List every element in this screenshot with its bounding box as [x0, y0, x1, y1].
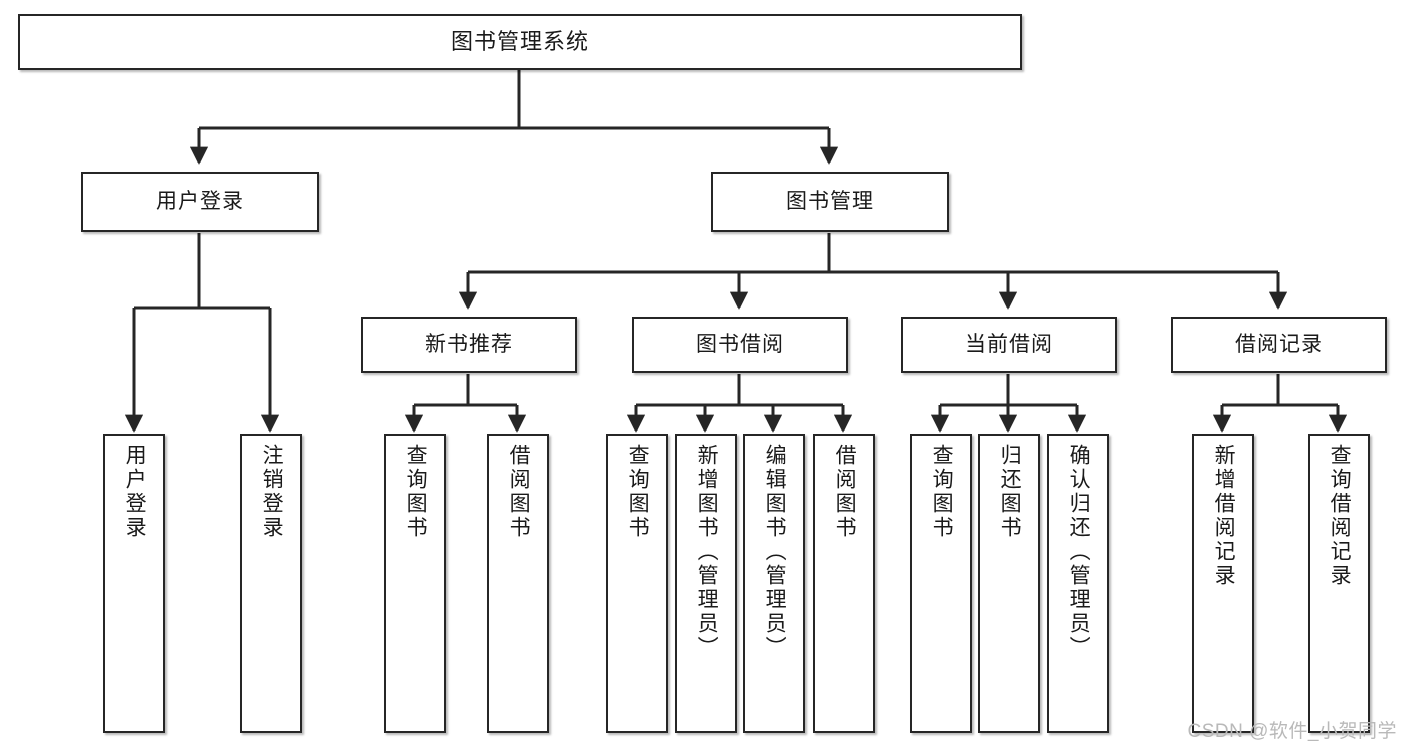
leaf-cb-return-book[interactable]: 归还图书	[978, 434, 1040, 733]
leaf-logout-label: 注销登录	[260, 444, 284, 540]
leaf-bb-borrow-book-label: 借阅图书	[833, 444, 857, 540]
leaf-user-login-label: 用户登录	[123, 444, 147, 540]
node-current-borrow[interactable]: 当前借阅	[901, 317, 1117, 373]
leaf-bb-borrow-book[interactable]: 借阅图书	[813, 434, 875, 733]
node-root-label: 图书管理系统	[450, 28, 589, 54]
node-book-management[interactable]: 图书管理	[711, 172, 949, 232]
leaf-nb-query-book-label: 查询图书	[404, 444, 428, 540]
leaf-bb-edit-book[interactable]: 编辑图书（管理员）	[743, 434, 805, 733]
node-new-book-recommend[interactable]: 新书推荐	[361, 317, 577, 373]
leaf-cb-confirm-return[interactable]: 确认归还（管理员）	[1047, 434, 1109, 733]
node-book-borrow[interactable]: 图书借阅	[632, 317, 848, 373]
leaf-user-login[interactable]: 用户登录	[103, 434, 165, 733]
leaf-br-add-record[interactable]: 新增借阅记录	[1192, 434, 1254, 733]
node-borrow-records-label: 借阅记录	[1235, 333, 1323, 357]
leaf-br-query-record-label: 查询借阅记录	[1328, 444, 1352, 588]
node-root-system[interactable]: 图书管理系统	[18, 14, 1022, 70]
leaf-bb-add-book-label: 新增图书（管理员）	[695, 444, 719, 660]
leaf-cb-query-book-label: 查询图书	[930, 444, 954, 540]
node-book-borrow-label: 图书借阅	[696, 333, 784, 357]
leaf-bb-query-book-label: 查询图书	[626, 444, 650, 540]
node-current-borrow-label: 当前借阅	[965, 333, 1053, 357]
leaf-br-query-record[interactable]: 查询借阅记录	[1308, 434, 1370, 733]
leaf-nb-borrow-book-label: 借阅图书	[507, 444, 531, 540]
leaf-bb-edit-book-label: 编辑图书（管理员）	[763, 444, 787, 660]
leaf-cb-query-book[interactable]: 查询图书	[910, 434, 972, 733]
leaf-cb-return-book-label: 归还图书	[998, 444, 1022, 540]
csdn-watermark: CSDN @软件_小贺同学	[1187, 721, 1397, 742]
leaf-nb-borrow-book[interactable]: 借阅图书	[487, 434, 549, 733]
node-borrow-records[interactable]: 借阅记录	[1171, 317, 1387, 373]
leaf-nb-query-book[interactable]: 查询图书	[384, 434, 446, 733]
leaf-cb-confirm-return-label: 确认归还（管理员）	[1067, 444, 1091, 660]
leaf-br-add-record-label: 新增借阅记录	[1212, 444, 1236, 588]
leaf-bb-query-book[interactable]: 查询图书	[606, 434, 668, 733]
node-user-login[interactable]: 用户登录	[81, 172, 319, 232]
node-user-login-label: 用户登录	[156, 190, 244, 214]
leaf-bb-add-book[interactable]: 新增图书（管理员）	[675, 434, 737, 733]
leaf-logout[interactable]: 注销登录	[240, 434, 302, 733]
node-new-book-recommend-label: 新书推荐	[425, 333, 513, 357]
node-book-management-label: 图书管理	[786, 190, 874, 214]
